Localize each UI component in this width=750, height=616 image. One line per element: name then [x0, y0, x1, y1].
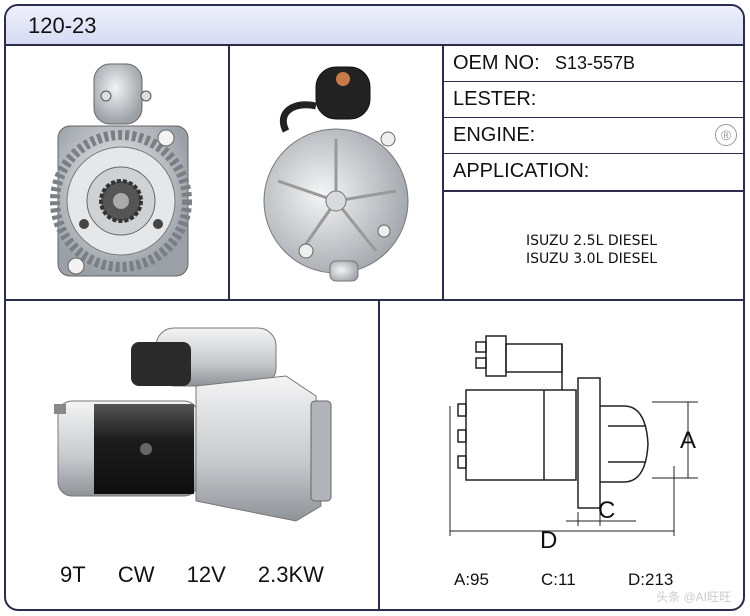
dim-d-value: D:213	[628, 570, 674, 589]
watermark: 头条 @AI旺旺	[656, 590, 731, 604]
lester-label: LESTER:	[453, 88, 537, 110]
spec-row-engine: ENGINE: ®	[443, 118, 743, 154]
divider	[443, 190, 743, 192]
engine-label: ENGINE:	[453, 124, 536, 146]
oem-value: S13-557B	[555, 53, 636, 73]
application-list: ISUZU 2.5L DIESEL ISUZU 3.0L DIESEL	[526, 232, 657, 268]
application-item: ISUZU 3.0L DIESEL	[526, 251, 658, 267]
application-label: APPLICATION:	[453, 160, 590, 182]
divider	[378, 300, 380, 609]
header-bar: 120-23	[6, 6, 743, 46]
spec-row-lester: LESTER:	[443, 82, 743, 118]
voltage: 12V	[186, 562, 226, 587]
product-code: 120-23	[28, 13, 97, 38]
application-item: ISUZU 2.5L DIESEL	[526, 233, 658, 249]
starter-front-photo	[50, 63, 192, 277]
dim-c-value: C:11	[541, 570, 576, 589]
spec-row-application: APPLICATION:	[443, 154, 743, 190]
oem-label: OEM NO:	[453, 52, 540, 74]
starter-side-photo	[54, 327, 332, 522]
rotation: CW	[117, 562, 155, 587]
dim-a-value: A:95	[454, 570, 489, 589]
product-card: 120-23 OEM NO: S13-557B LESTER: ENGINE: …	[4, 4, 745, 611]
starter-rear-photo	[263, 66, 409, 282]
dim-label-c: C	[598, 497, 615, 524]
dim-label-d: D	[540, 527, 557, 554]
summary-line: 9T CW 12V 2.3KW	[6, 562, 378, 588]
dim-label-a: A	[680, 427, 696, 454]
dimension-drawing: D A C	[449, 335, 698, 554]
divider	[228, 46, 230, 300]
spec-row-oem: OEM NO: S13-557B	[443, 46, 743, 82]
power: 2.3KW	[257, 562, 324, 587]
registered-mark-icon: ®	[715, 124, 737, 146]
teeth-count: 9T	[60, 562, 86, 587]
divider	[442, 46, 444, 300]
divider	[6, 299, 743, 301]
